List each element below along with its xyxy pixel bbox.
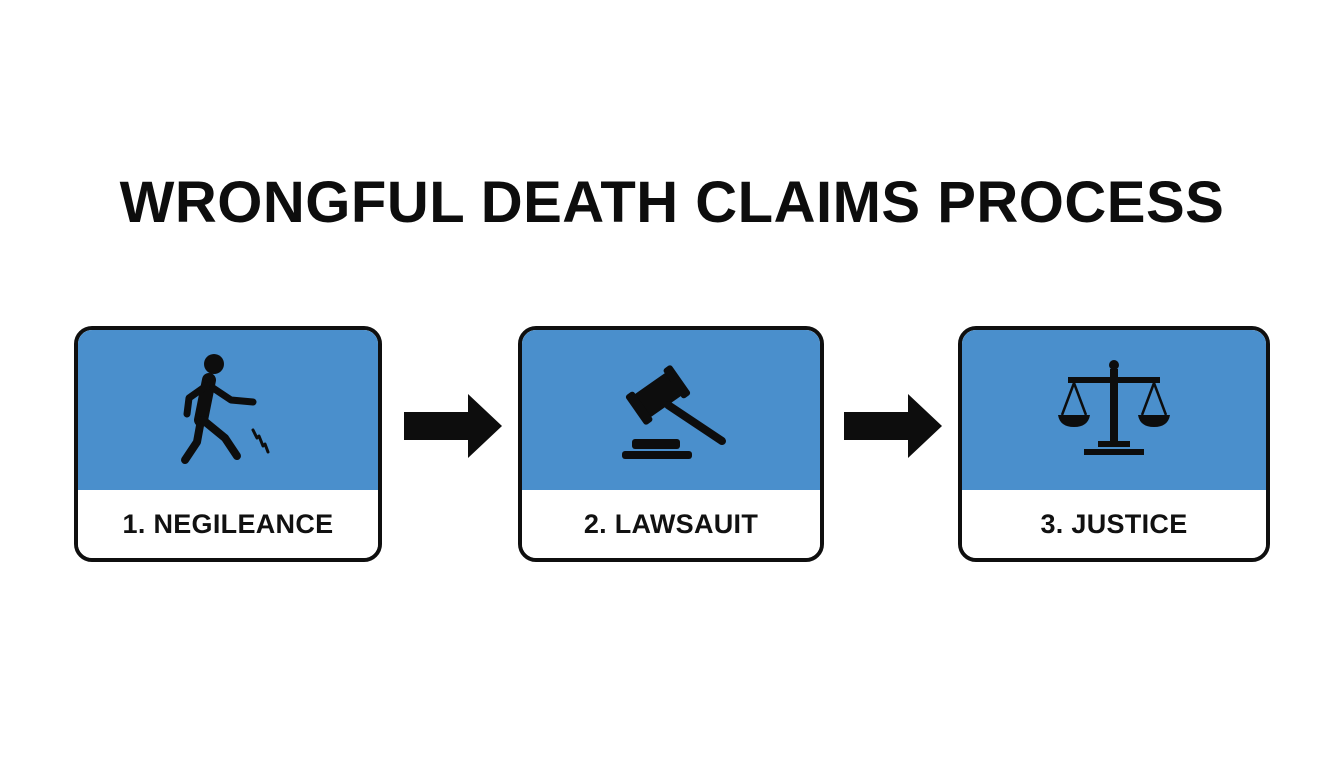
scales-of-justice-icon	[1054, 355, 1174, 465]
page-title: WRONGFUL DEATH CLAIMS PROCESS	[119, 170, 1225, 235]
step-lawsuit: 2. LAWSAUIT	[518, 326, 824, 562]
person-slipping-icon	[173, 350, 283, 470]
arrow-right-icon	[404, 394, 504, 458]
step-icon-panel	[522, 330, 820, 490]
step-label: 1. NEGILEANCE	[78, 490, 378, 558]
step-negligence: 1. NEGILEANCE	[74, 326, 382, 562]
step-icon-panel	[78, 330, 378, 490]
step-label: 2. LAWSAUIT	[522, 490, 820, 558]
arrow-right-icon	[844, 394, 944, 458]
gavel-icon	[606, 355, 736, 465]
step-justice: 3. JUSTICE	[958, 326, 1270, 562]
step-icon-panel	[962, 330, 1266, 490]
step-label: 3. JUSTICE	[962, 490, 1266, 558]
